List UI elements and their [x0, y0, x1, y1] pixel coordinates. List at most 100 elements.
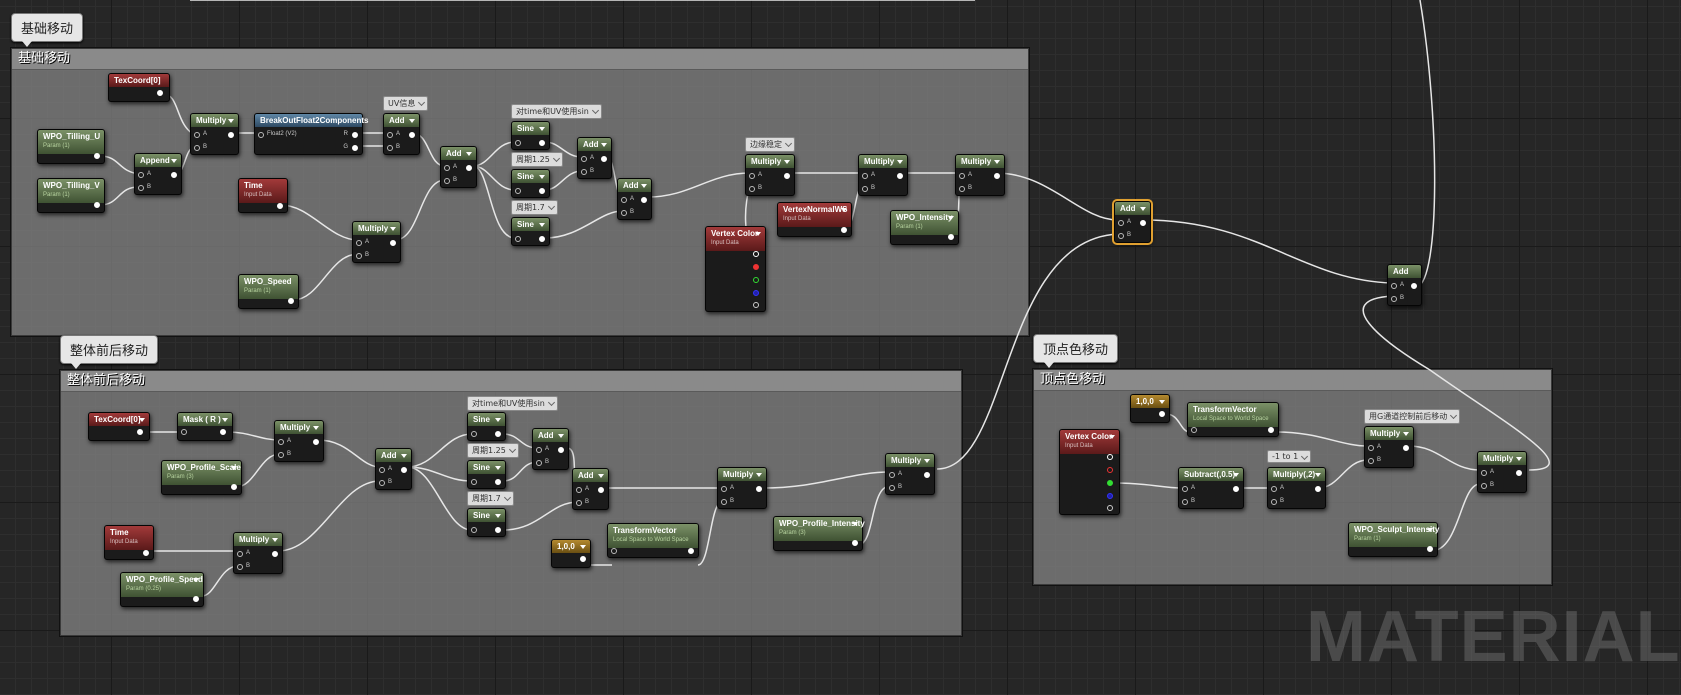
- output-pin[interactable]: [231, 484, 237, 490]
- collapse-arrow-icon[interactable]: [897, 160, 903, 164]
- collapse-arrow-icon[interactable]: [390, 227, 396, 231]
- output-pin[interactable]: [994, 173, 1000, 179]
- note-edge-stable[interactable]: 边缘稳定: [745, 137, 795, 152]
- input-pin-a[interactable]: [576, 487, 582, 493]
- node-add-4[interactable]: Add A B: [617, 178, 652, 220]
- input-pin-a[interactable]: [387, 132, 393, 138]
- collapse-arrow-icon[interactable]: [1159, 400, 1165, 404]
- output-pin[interactable]: [1427, 546, 1433, 552]
- input-pin[interactable]: [181, 429, 187, 435]
- collapse-arrow-icon[interactable]: [401, 454, 407, 458]
- output-pin-g[interactable]: [1107, 480, 1113, 486]
- node-texcoord0-b[interactable]: TexCoord[0]: [88, 412, 150, 441]
- input-pin-b[interactable]: [581, 169, 587, 175]
- output-pin-g[interactable]: [753, 277, 759, 283]
- input-pin-b[interactable]: [576, 500, 582, 506]
- output-pin-a[interactable]: [1107, 505, 1113, 511]
- node-constant-100-a[interactable]: 1,0,0: [551, 539, 591, 568]
- input-pin-a[interactable]: [379, 467, 385, 473]
- input-pin-b[interactable]: [444, 178, 450, 184]
- output-pin-r[interactable]: [1107, 467, 1113, 473]
- input-pin-a[interactable]: [536, 447, 542, 453]
- collapse-arrow-icon[interactable]: [784, 160, 790, 164]
- output-pin[interactable]: [539, 140, 545, 146]
- input-pin-b[interactable]: [1391, 296, 1397, 302]
- comment-bubble-basic[interactable]: 基础移动: [11, 13, 84, 47]
- input-pin-a[interactable]: [621, 197, 627, 203]
- output-pin[interactable]: [641, 197, 647, 203]
- input-pin-float2[interactable]: [258, 132, 264, 138]
- node-mask-r[interactable]: Mask ( R ): [177, 412, 233, 441]
- node-add-7[interactable]: Add A B: [572, 468, 609, 510]
- output-pin[interactable]: [220, 429, 226, 435]
- comment-bubble-vertex[interactable]: 顶点色移动: [1033, 334, 1119, 368]
- collapse-arrow-icon[interactable]: [272, 538, 278, 542]
- collapse-arrow-icon[interactable]: [558, 434, 564, 438]
- output-pin[interactable]: [313, 439, 319, 445]
- output-pin-b[interactable]: [1107, 493, 1113, 499]
- output-pin[interactable]: [1315, 486, 1321, 492]
- collapse-arrow-icon[interactable]: [313, 426, 319, 430]
- input-pin-b[interactable]: [959, 186, 965, 192]
- input-pin-a[interactable]: [889, 472, 895, 478]
- collapse-arrow-icon[interactable]: [852, 522, 858, 526]
- note-period-17-2[interactable]: 周期1.7: [467, 491, 514, 506]
- input-pin-a[interactable]: [1182, 486, 1188, 492]
- node-multiply-1[interactable]: Multiply A B: [190, 113, 239, 155]
- input-pin[interactable]: [471, 527, 477, 533]
- output-pin[interactable]: [171, 172, 177, 178]
- collapse-arrow-icon[interactable]: [1109, 435, 1115, 439]
- collapse-arrow-icon[interactable]: [495, 418, 501, 422]
- output-pin[interactable]: [1233, 486, 1239, 492]
- collapse-arrow-icon[interactable]: [641, 184, 647, 188]
- output-pin[interactable]: [157, 90, 163, 96]
- output-pin[interactable]: [1516, 470, 1522, 476]
- node-sine-6[interactable]: Sine: [467, 508, 506, 537]
- collapse-arrow-icon[interactable]: [994, 160, 1000, 164]
- output-pin[interactable]: [94, 202, 100, 208]
- output-pin[interactable]: [272, 551, 278, 557]
- input-pin-b[interactable]: [1481, 483, 1487, 489]
- output-pin[interactable]: [1403, 445, 1409, 451]
- output-pin[interactable]: [756, 486, 762, 492]
- note-uv-info[interactable]: UV信息: [383, 96, 429, 111]
- node-append[interactable]: Append A B: [134, 153, 182, 195]
- input-pin-b[interactable]: [379, 480, 385, 486]
- collapse-arrow-icon[interactable]: [495, 514, 501, 518]
- input-pin-b[interactable]: [862, 186, 868, 192]
- output-pin-r[interactable]: [352, 132, 358, 138]
- output-pin[interactable]: [688, 548, 694, 554]
- collapse-arrow-icon[interactable]: [1403, 432, 1409, 436]
- output-pin[interactable]: [897, 173, 903, 179]
- node-multiply-4[interactable]: Multiply A B: [858, 154, 908, 196]
- input-pin-b[interactable]: [387, 145, 393, 151]
- input-pin-a[interactable]: [862, 173, 868, 179]
- input-pin-b[interactable]: [1271, 499, 1277, 505]
- input-pin-a[interactable]: [749, 173, 755, 179]
- input-pin-a[interactable]: [581, 156, 587, 162]
- input-pin-b[interactable]: [749, 186, 755, 192]
- output-pin[interactable]: [466, 165, 472, 171]
- collapse-arrow-icon[interactable]: [466, 152, 472, 156]
- input-pin[interactable]: [515, 188, 521, 194]
- node-add-2[interactable]: Add A B: [440, 146, 477, 188]
- input-pin[interactable]: [471, 479, 477, 485]
- output-pin[interactable]: [277, 203, 283, 209]
- collapse-arrow-icon[interactable]: [171, 159, 177, 163]
- collapse-arrow-icon[interactable]: [1516, 457, 1522, 461]
- collapse-arrow-icon[interactable]: [580, 545, 586, 549]
- input-pin-a[interactable]: [1118, 220, 1124, 226]
- output-pin[interactable]: [288, 298, 294, 304]
- comment-bubble-whole[interactable]: 整体前后移动: [60, 335, 159, 369]
- collapse-arrow-icon[interactable]: [1427, 528, 1433, 532]
